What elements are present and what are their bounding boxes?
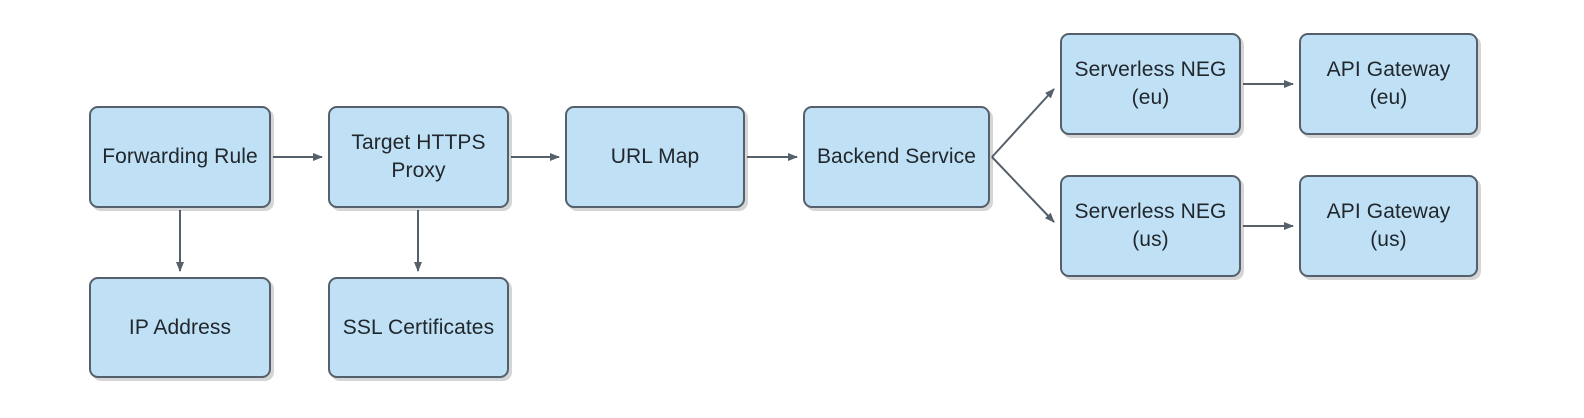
node-serverless-neg-eu[interactable]: Serverless NEG (eu): [1060, 33, 1241, 135]
node-label-api-gateway-us: API Gateway (us): [1326, 200, 1451, 251]
node-label-ip-address: IP Address: [128, 315, 232, 339]
node-label-serverless-neg-eu: Serverless NEG (eu): [1074, 58, 1227, 109]
node-ssl-certificates[interactable]: SSL Certificates: [328, 277, 509, 378]
node-label-url-map: URL Map: [610, 145, 700, 168]
node-url-map[interactable]: URL Map: [565, 106, 745, 208]
node-label-serverless-neg-us: Serverless NEG (us): [1074, 200, 1227, 251]
node-label-forwarding-rule: Forwarding Rule: [102, 145, 258, 168]
node-backend-service[interactable]: Backend Service: [803, 106, 990, 208]
node-label-target-https-proxy: Target HTTPS Proxy: [351, 131, 486, 182]
node-label-api-gateway-eu: API Gateway (eu): [1326, 58, 1451, 109]
node-api-gateway-eu[interactable]: API Gateway (eu): [1299, 33, 1478, 135]
node-api-gateway-us[interactable]: API Gateway (us): [1299, 175, 1478, 277]
node-target-https-proxy[interactable]: Target HTTPS Proxy: [328, 106, 509, 208]
node-forwarding-rule[interactable]: Forwarding Rule: [89, 106, 271, 208]
edge-backend-to-neg-eu: [991, 88, 1055, 158]
node-serverless-neg-us[interactable]: Serverless NEG (us): [1060, 175, 1241, 277]
node-label-ssl-certificates: SSL Certificates: [342, 315, 495, 339]
edge-backend-to-neg-us: [991, 156, 1055, 223]
node-ip-address[interactable]: IP Address: [89, 277, 271, 378]
node-label-backend-service: Backend Service: [816, 145, 977, 168]
